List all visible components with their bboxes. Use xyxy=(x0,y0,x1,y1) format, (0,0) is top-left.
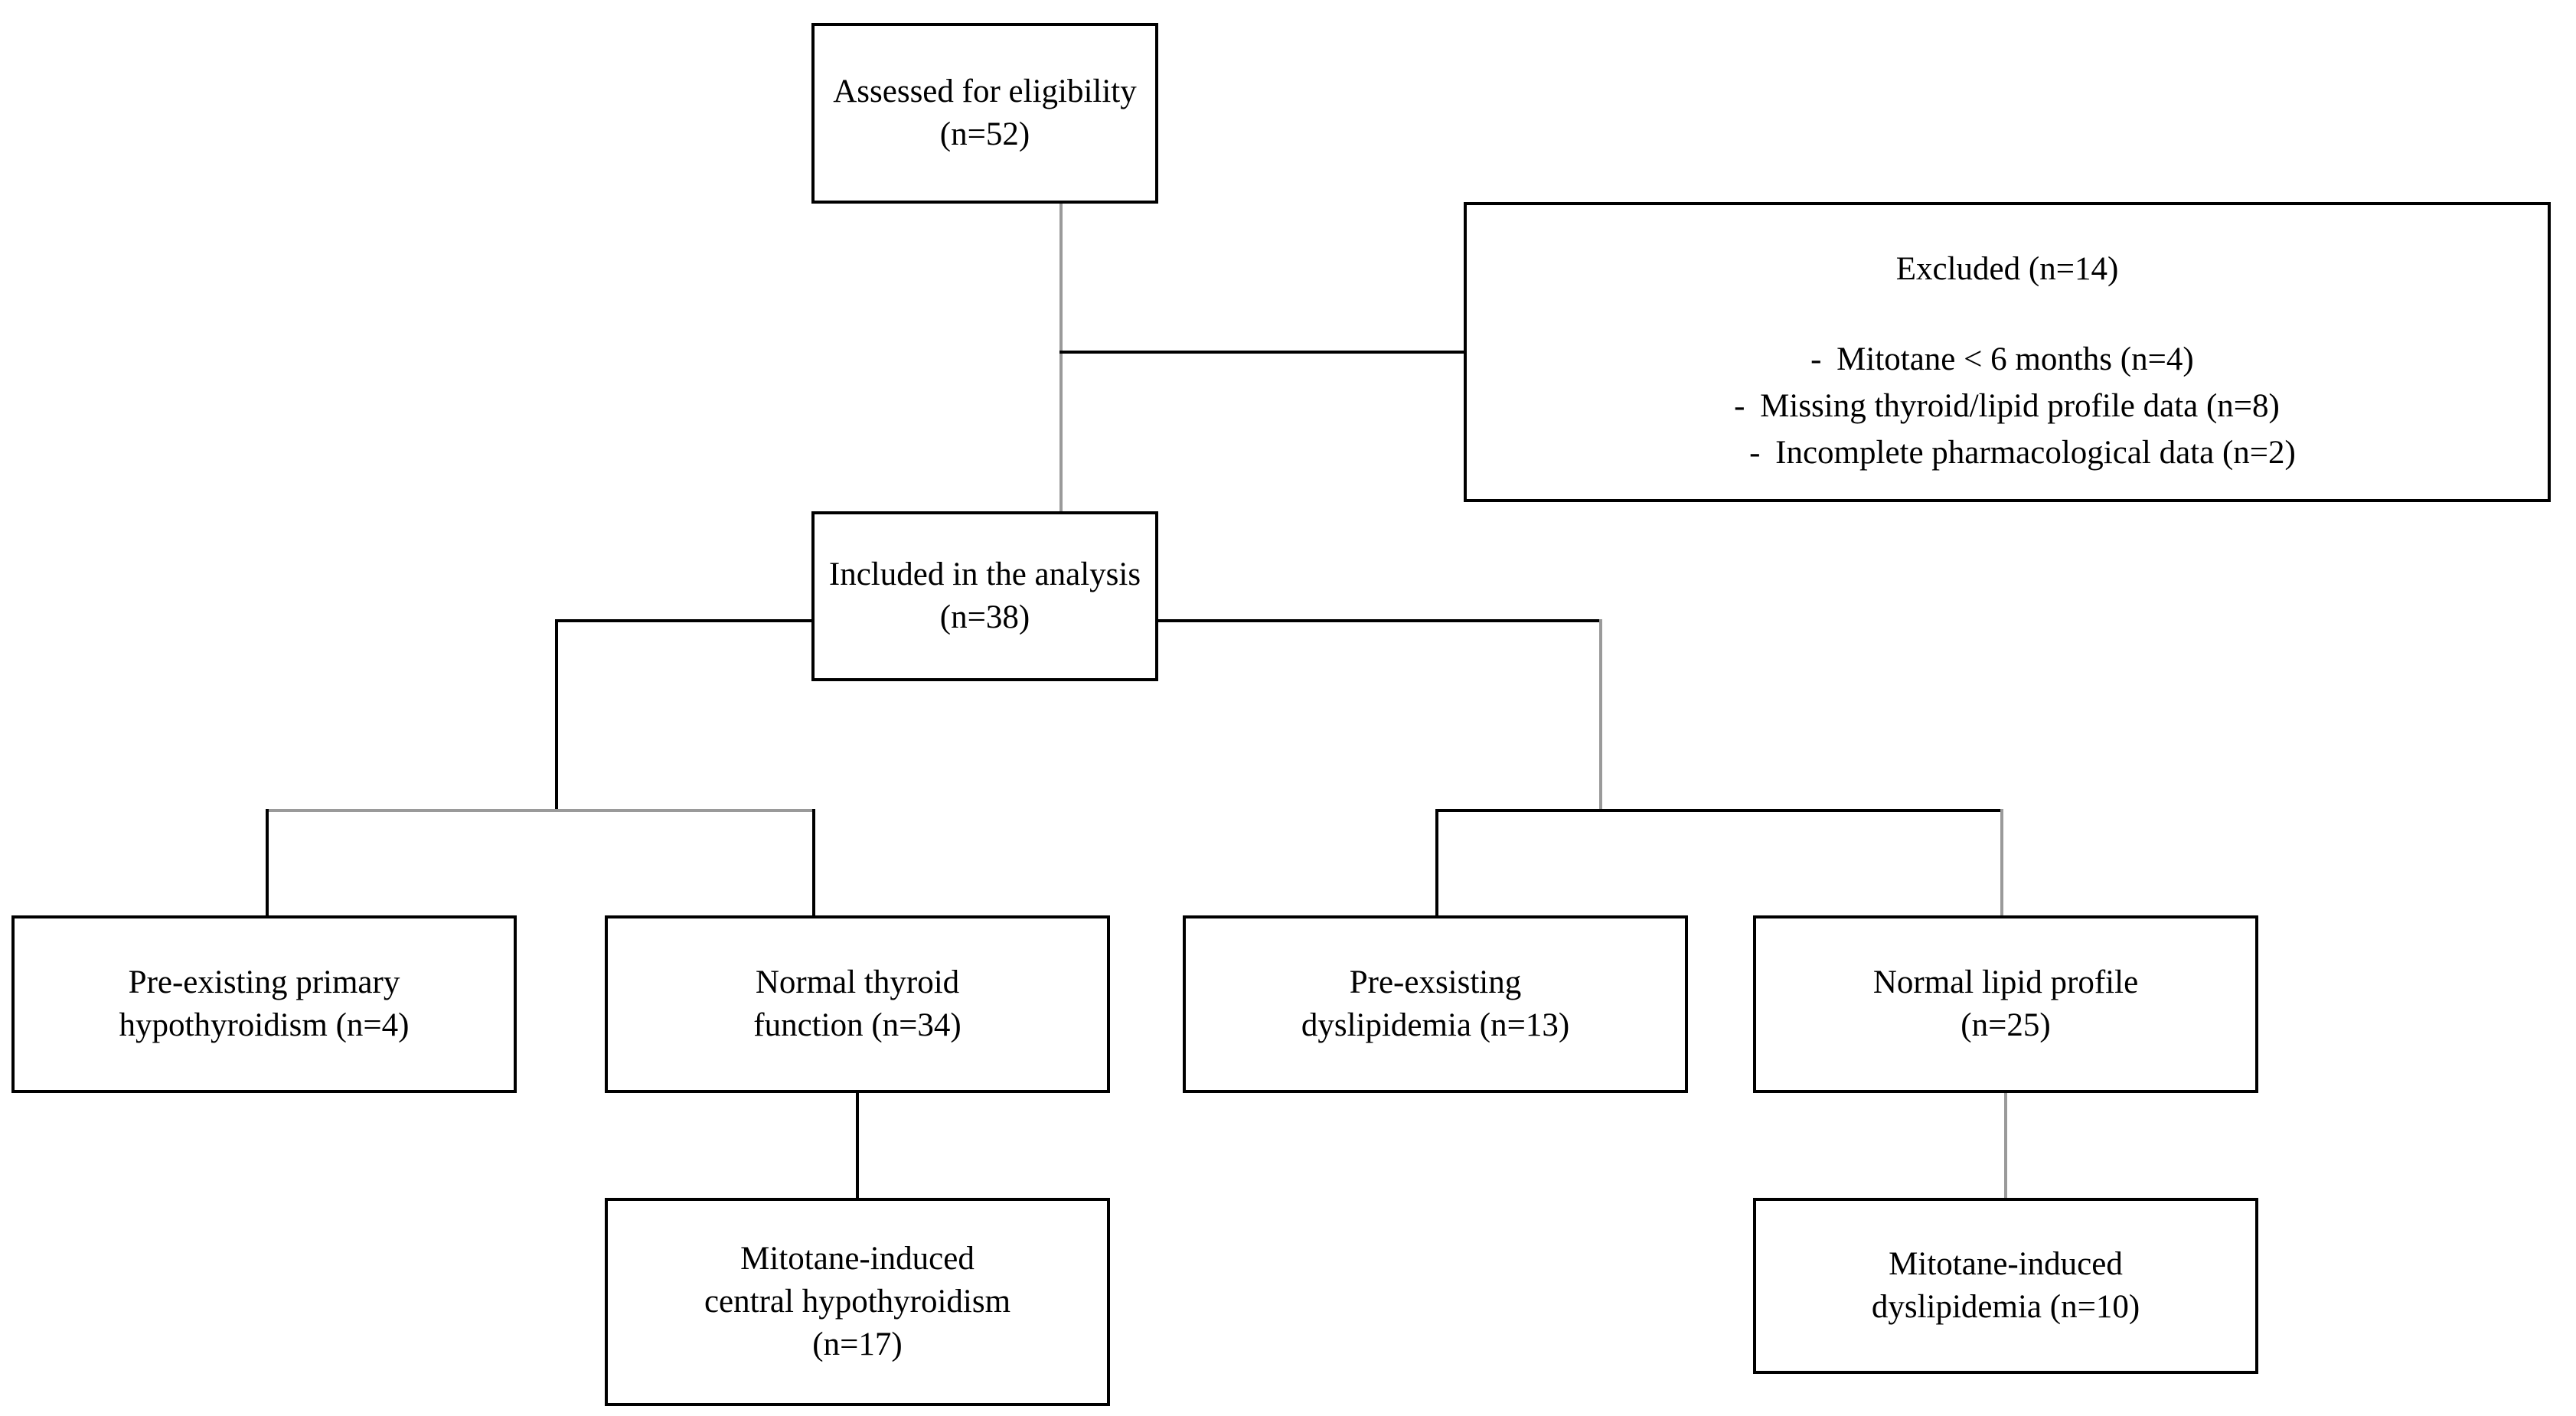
included-line-2: (n=38) xyxy=(939,599,1030,635)
node-mitotane-induced-central-hypothyroidism[interactable]: Mitotane-induced central hypothyroidism … xyxy=(605,1198,1110,1406)
node-included-in-analysis[interactable]: Included in the analysis (n=38) xyxy=(811,511,1158,681)
bullet-dash-icon: - xyxy=(1749,434,1761,471)
mito-dyslipidemia-line-2: dyslipidemia (n=10) xyxy=(1871,1289,2140,1325)
pre-primary-hypo-line-1: Pre-existing primary xyxy=(128,964,400,1001)
connector-right-group-drop xyxy=(1599,619,1602,811)
mito-central-hypo-line-2: central hypothyroidism xyxy=(704,1284,1011,1320)
node-assessed-for-eligibility[interactable]: Assessed for eligibility (n=52) xyxy=(811,23,1158,204)
connector-leg-normal-lipid xyxy=(2000,809,2003,917)
node-excluded[interactable]: Excluded (n=14) - Mitotane < 6 months (n… xyxy=(1464,202,2551,502)
excluded-reason-text: Incomplete pharmacological data (n=2) xyxy=(1775,434,2296,471)
connector-normal-thyroid-to-central-hypo xyxy=(856,1091,859,1199)
connector-included-left-stub xyxy=(555,619,813,622)
connector-leg-pre-dyslipidemia xyxy=(1435,809,1438,917)
pre-primary-hypo-line-2: hypothyroidism (n=4) xyxy=(119,1007,410,1043)
connector-assessed-to-included xyxy=(1059,204,1063,513)
pre-dyslipidemia-line-1: Pre-exsisting xyxy=(1349,964,1522,1001)
assessed-line-1: Assessed for eligibility xyxy=(833,73,1137,110)
normal-thyroid-line-1: Normal thyroid xyxy=(755,964,960,1001)
connector-included-right-stub xyxy=(1158,619,1602,622)
connector-normal-lipid-to-mito-dyslipidemia xyxy=(2004,1091,2007,1199)
connector-left-group-drop xyxy=(555,619,558,811)
connector-leg-pre-primary-hypo xyxy=(266,809,269,917)
normal-lipid-line-2: (n=25) xyxy=(1961,1007,2051,1043)
included-line-1: Included in the analysis xyxy=(828,556,1141,593)
connector-left-group-bar xyxy=(266,809,815,812)
assessed-line-2: (n=52) xyxy=(939,116,1030,152)
node-normal-thyroid-function[interactable]: Normal thyroid function (n=34) xyxy=(605,915,1110,1093)
excluded-reason-list: - Mitotane < 6 months (n=4) - Missing th… xyxy=(1719,338,2296,474)
connector-leg-normal-thyroid xyxy=(812,809,815,917)
mito-central-hypo-line-3: (n=17) xyxy=(812,1326,903,1362)
node-normal-lipid-profile[interactable]: Normal lipid profile (n=25) xyxy=(1753,915,2258,1093)
mito-central-hypo-line-1: Mitotane-induced xyxy=(740,1241,975,1277)
excluded-reason-item: - Incomplete pharmacological data (n=2) xyxy=(1749,432,2296,474)
node-pre-existing-dyslipidemia[interactable]: Pre-exsisting dyslipidemia (n=13) xyxy=(1183,915,1688,1093)
excluded-reason-text: Missing thyroid/lipid profile data (n=8) xyxy=(1760,387,2280,424)
pre-dyslipidemia-line-2: dyslipidemia (n=13) xyxy=(1301,1007,1570,1043)
bullet-dash-icon: - xyxy=(1734,387,1745,424)
node-mitotane-induced-dyslipidemia[interactable]: Mitotane-induced dyslipidemia (n=10) xyxy=(1753,1198,2258,1374)
bullet-dash-icon: - xyxy=(1810,341,1822,377)
excluded-reason-item: - Mitotane < 6 months (n=4) xyxy=(1810,338,2194,380)
normal-thyroid-line-2: function (n=34) xyxy=(753,1007,962,1043)
normal-lipid-line-1: Normal lipid profile xyxy=(1872,964,2139,1001)
connector-right-group-bar xyxy=(1435,809,2003,812)
connector-trunk-to-excluded xyxy=(1059,351,1465,354)
mito-dyslipidemia-line-1: Mitotane-induced xyxy=(1889,1246,2123,1283)
excluded-reason-text: Mitotane < 6 months (n=4) xyxy=(1837,341,2194,377)
node-pre-existing-primary-hypothyroidism[interactable]: Pre-existing primary hypothyroidism (n=4… xyxy=(11,915,517,1093)
excluded-reason-item: - Missing thyroid/lipid profile data (n=… xyxy=(1734,385,2280,427)
excluded-title: Excluded (n=14) xyxy=(1895,251,2119,287)
